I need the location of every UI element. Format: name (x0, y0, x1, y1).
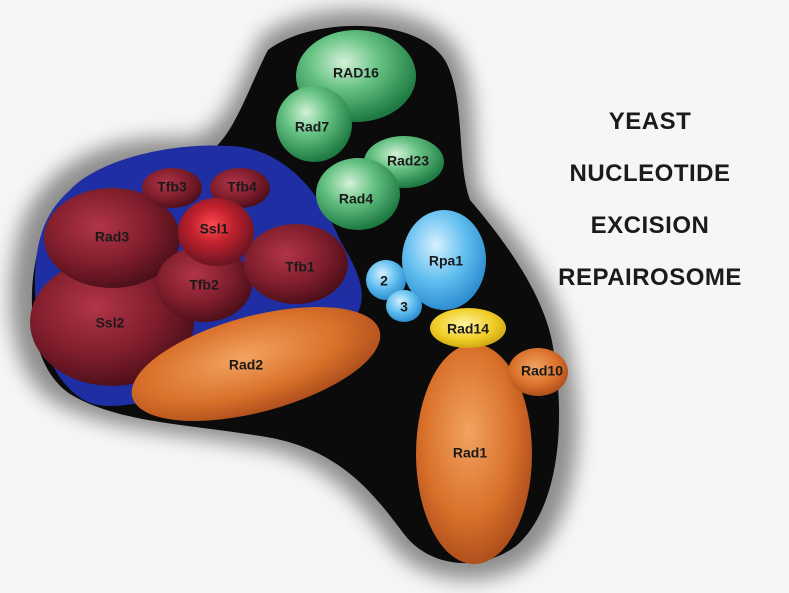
label-rad23: Rad23 (387, 153, 429, 169)
label-rpa1: Rpa1 (429, 253, 463, 269)
label-rad16: RAD16 (333, 65, 379, 81)
label-rad14: Rad14 (447, 321, 489, 337)
title-line-2: NUCLEOTIDE (520, 148, 780, 200)
label-tfb1: Tfb1 (285, 259, 315, 275)
label-rad4: Rad4 (339, 191, 373, 207)
figure-title: YEAST NUCLEOTIDE EXCISION REPAIROSOME (520, 96, 780, 304)
label-ssl1: Ssl1 (200, 221, 229, 237)
title-line-1: YEAST (520, 96, 780, 148)
title-line-3: EXCISION (520, 200, 780, 252)
label-rad7: Rad7 (295, 119, 329, 135)
label-rad2: Rad2 (229, 357, 263, 373)
label-ssl2: Ssl2 (96, 315, 125, 331)
title-line-4: REPAIROSOME (520, 252, 780, 304)
label-tfb3: Tfb3 (157, 179, 187, 195)
label-rpa2: 2 (380, 273, 388, 289)
label-rpa3: 3 (400, 299, 408, 315)
label-tfb2: Tfb2 (189, 277, 219, 293)
label-rad10: Rad10 (521, 363, 563, 379)
label-rad1: Rad1 (453, 445, 487, 461)
label-rad3: Rad3 (95, 229, 129, 245)
label-tfb4: Tfb4 (227, 179, 257, 195)
